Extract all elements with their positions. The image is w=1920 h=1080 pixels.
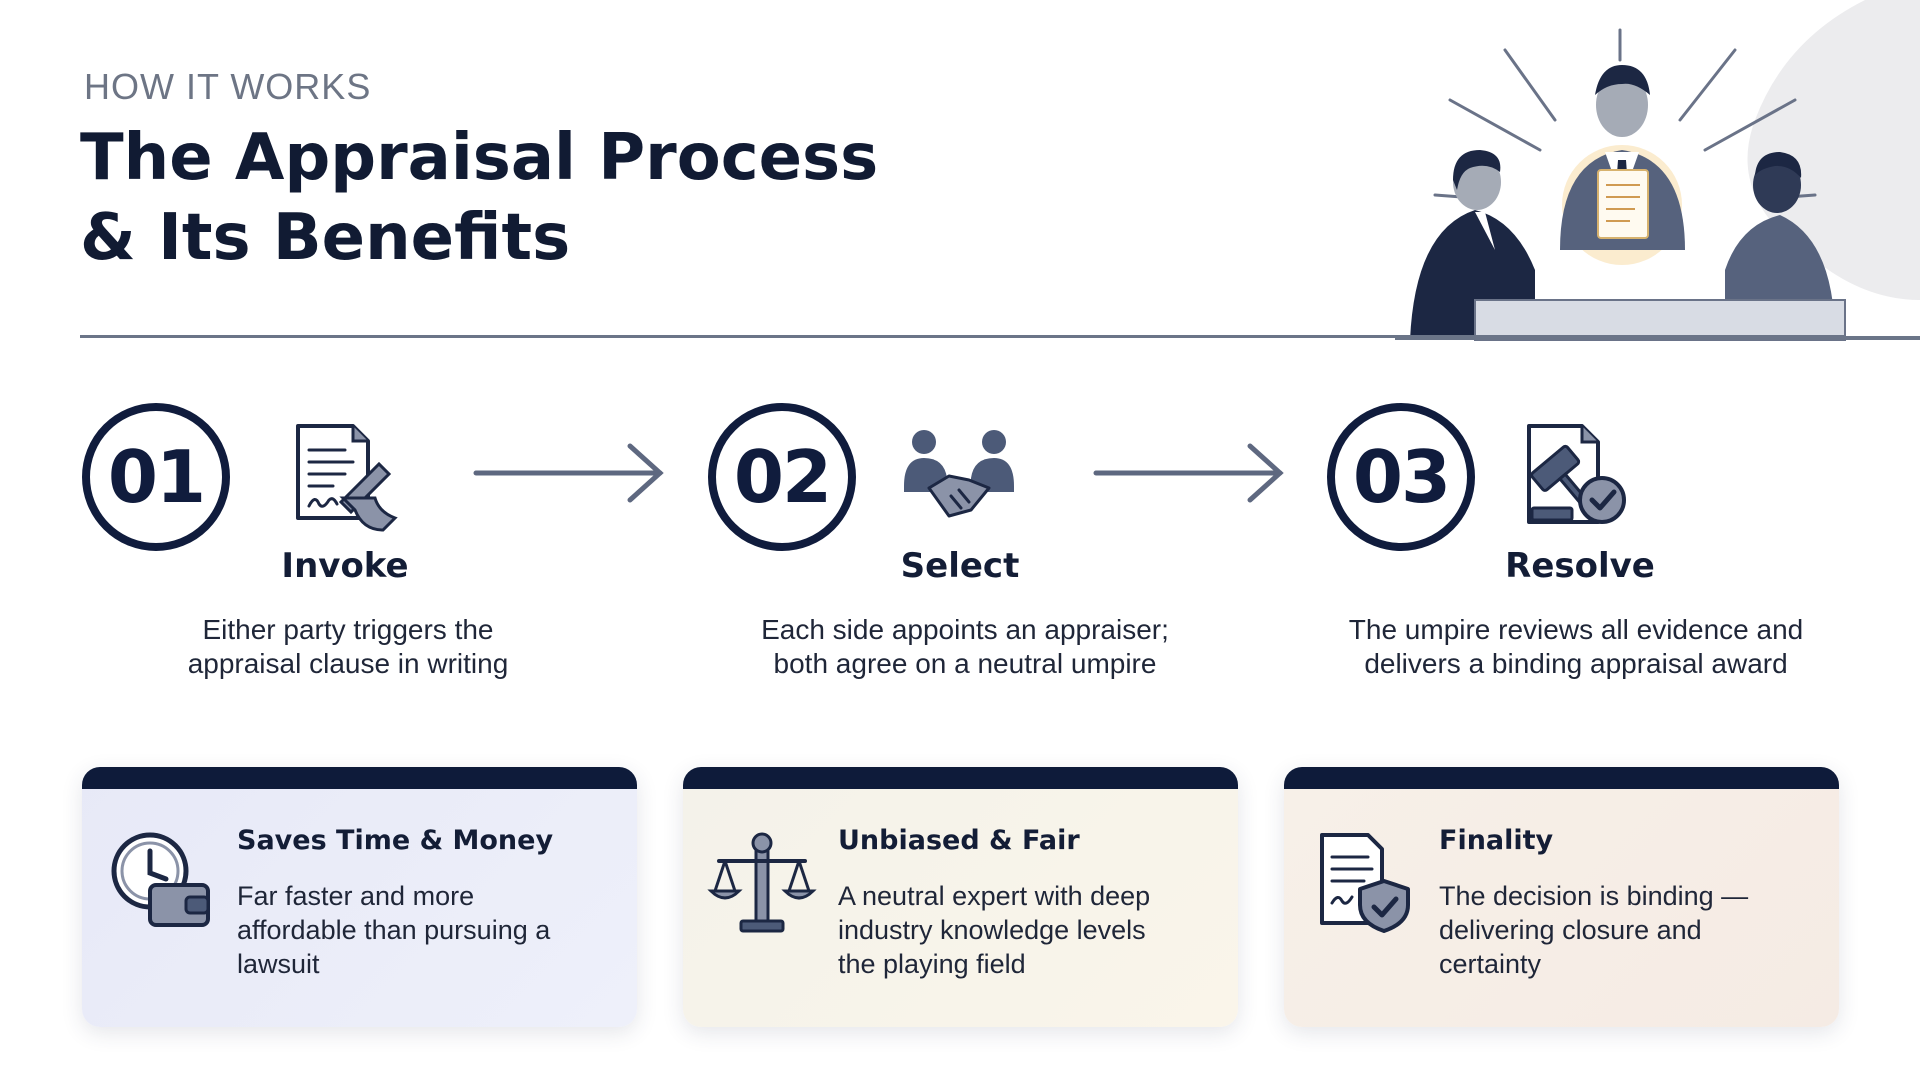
step-description-line: Each side appoints an appraiser;: [761, 614, 1169, 645]
benefit-body-line: lawsuit: [237, 949, 320, 979]
benefit-body-line: The decision is binding —: [1439, 881, 1749, 911]
step-number-badge: 03: [1327, 403, 1475, 551]
clock-wallet-icon: [106, 827, 216, 937]
section-eyebrow: HOW IT WORKS: [84, 66, 372, 107]
benefit-title: Finality: [1439, 825, 1554, 856]
benefit-body-line: Far faster and more: [237, 881, 475, 911]
mediation-meeting-illustration: [1395, 0, 1920, 345]
step-title: Resolve: [1505, 546, 1655, 586]
benefit-body: Far faster and more affordable than purs…: [237, 879, 617, 981]
step-number-badge: 02: [708, 403, 856, 551]
benefit-card: Finality The decision is binding — deliv…: [1284, 767, 1839, 1027]
step-number-badge: 01: [82, 403, 230, 551]
benefit-body-line: A neutral expert with deep: [838, 881, 1151, 911]
benefit-title: Unbiased & Fair: [838, 825, 1080, 856]
card-header-bar: [683, 767, 1238, 789]
benefit-body-line: affordable than pursuing a: [237, 915, 551, 945]
handshake-icon: [899, 418, 1019, 538]
benefit-body-line: delivering closure and: [1439, 915, 1702, 945]
step-description: The umpire reviews all evidence and deli…: [1316, 613, 1836, 681]
signing-document-icon: [283, 418, 403, 538]
step-description: Each side appoints an appraiser; both ag…: [705, 613, 1225, 681]
step-arrow: [1088, 438, 1288, 508]
page-title-line-1: The Appraisal Process: [80, 121, 879, 195]
justice-scales-icon: [707, 827, 817, 937]
step-title: Select: [900, 546, 1020, 586]
step-arrow: [468, 438, 668, 508]
benefit-card: Unbiased & Fair A neutral expert with de…: [683, 767, 1238, 1027]
page-title: The Appraisal Process & Its Benefits: [80, 118, 878, 278]
step-description-line: appraisal clause in writing: [187, 648, 509, 679]
step-title: Invoke: [281, 546, 409, 586]
step-description-line: delivers a binding appraisal award: [1364, 648, 1788, 679]
step-description-line: both agree on a neutral umpire: [773, 648, 1157, 679]
page-title-line-2: & Its Benefits: [80, 201, 571, 275]
benefit-title: Saves Time & Money: [237, 825, 554, 856]
benefit-card: Saves Time & Money Far faster and more a…: [82, 767, 637, 1027]
benefit-body: The decision is binding — delivering clo…: [1439, 879, 1819, 981]
benefit-body: A neutral expert with deep industry know…: [838, 879, 1218, 981]
benefit-body-line: certainty: [1439, 949, 1542, 979]
header-divider: [80, 335, 1845, 338]
card-header-bar: [1284, 767, 1839, 789]
document-shield-icon: [1308, 827, 1418, 937]
gavel-document-icon: [1514, 418, 1634, 538]
step-description: Either party triggers the appraisal clau…: [88, 613, 608, 681]
card-header-bar: [82, 767, 637, 789]
benefit-body-line: industry knowledge levels: [838, 915, 1146, 945]
benefit-body-line: the playing field: [838, 949, 1026, 979]
step-description-line: The umpire reviews all evidence and: [1348, 614, 1804, 645]
step-description-line: Either party triggers the: [202, 614, 494, 645]
